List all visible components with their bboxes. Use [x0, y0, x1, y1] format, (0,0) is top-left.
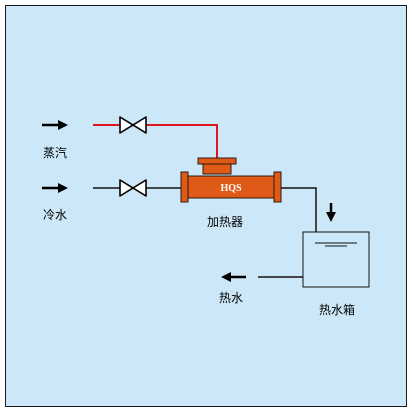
heater-outlet-pipe	[280, 187, 317, 232]
arrow-right-icon	[42, 120, 68, 130]
hot-water-tank-label: 热水箱	[319, 302, 355, 317]
steam-valve	[119, 116, 147, 134]
cold-water-label: 冷水	[43, 208, 67, 222]
arrow-down-icon	[326, 203, 336, 222]
hot-water-label: 热水	[219, 291, 243, 305]
arrow-left-icon	[221, 272, 246, 282]
diagram-background	[5, 5, 407, 407]
valve-icon	[119, 116, 147, 134]
valve-icon	[119, 179, 147, 197]
heater: HQS	[180, 157, 282, 203]
heater-label: 加热器	[207, 215, 243, 229]
steam-label: 蒸汽	[43, 145, 67, 160]
heater-code: HQS	[220, 183, 242, 194]
cold-water-valve	[119, 179, 147, 197]
hot-water-tank	[302, 231, 370, 288]
arrow-right-icon	[42, 183, 68, 193]
